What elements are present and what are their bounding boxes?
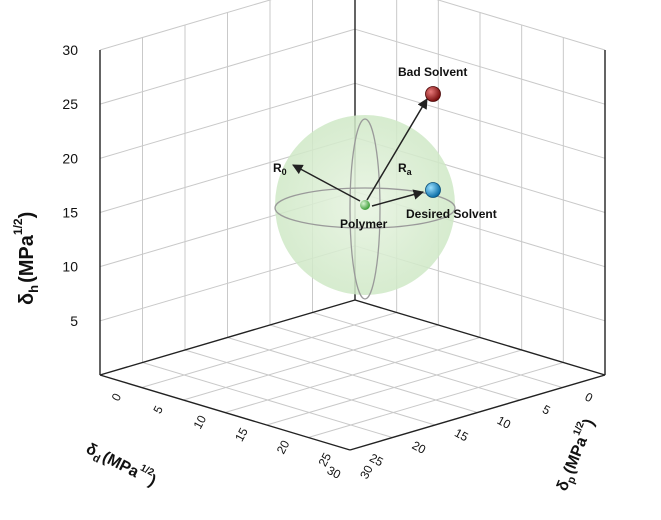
desired-solvent-point <box>425 182 441 198</box>
y-tick-label: 25 <box>315 450 334 469</box>
y-tick-label: 20 <box>274 438 293 457</box>
y-axis-back-line <box>354 299 606 376</box>
x-axis-line <box>99 374 351 451</box>
r0-label: R0 <box>273 161 287 177</box>
y-tick-label: 30 <box>357 463 376 482</box>
z-tick-label: 5 <box>70 313 78 329</box>
ra-label: Ra <box>398 161 413 177</box>
x-axis-back-line <box>99 299 356 376</box>
y-tick-label: 0 <box>109 391 125 404</box>
bad-solvent-label: Bad Solvent <box>398 65 467 79</box>
x-tick-label: 0 <box>583 390 596 406</box>
grid-line <box>99 28 356 105</box>
y-tick-label: 5 <box>150 403 166 416</box>
grid-line <box>99 82 356 159</box>
x-tick-label: 20 <box>410 438 429 457</box>
z-tick-label: 20 <box>62 150 78 166</box>
grid-line <box>224 337 481 413</box>
grid-line <box>354 82 606 159</box>
z-tick-label: 15 <box>62 205 78 221</box>
x-tick-label: 30 <box>325 463 344 482</box>
y-axis-label: δp(MPa1/2) <box>550 415 601 494</box>
x-axis-label: δd(MPa1/2) <box>82 437 161 493</box>
sphere-vertical-ring <box>349 118 381 300</box>
grid-line <box>436 0 606 51</box>
z-tick-label: 10 <box>62 259 78 275</box>
floor-grid <box>141 312 564 438</box>
polymer-point <box>360 200 370 210</box>
grid-line <box>99 0 272 51</box>
z-tick-label: 30 <box>62 42 78 58</box>
x-tick-label: 10 <box>495 413 514 432</box>
grid-line <box>354 28 606 105</box>
x-tick-label: 15 <box>452 426 471 445</box>
z-tick-label: 25 <box>62 96 78 112</box>
grid-line <box>141 312 397 388</box>
x-tick-label: 25 <box>367 451 386 470</box>
desired-vector <box>371 189 425 207</box>
axes-frame <box>99 0 606 451</box>
z-tick-labels: 5 10 15 20 25 30 <box>62 42 78 329</box>
polymer-label: Polymer <box>340 217 388 231</box>
ra-vector <box>366 98 428 201</box>
r0-vector <box>292 164 361 202</box>
grid-line <box>308 362 564 438</box>
grid-line <box>266 349 522 426</box>
y-tick-label: 15 <box>232 425 251 444</box>
y-tick-label: 10 <box>190 413 209 432</box>
x-tick-label: 5 <box>540 402 553 418</box>
bad-solvent-point <box>425 86 441 102</box>
sphere-horizontal-ring <box>274 187 456 229</box>
desired-solvent-label: Desired Solvent <box>406 207 497 221</box>
y-axis-line <box>349 374 606 451</box>
z-axis-label: δh(MPa1/2) <box>11 212 41 305</box>
grid-line <box>183 324 439 401</box>
